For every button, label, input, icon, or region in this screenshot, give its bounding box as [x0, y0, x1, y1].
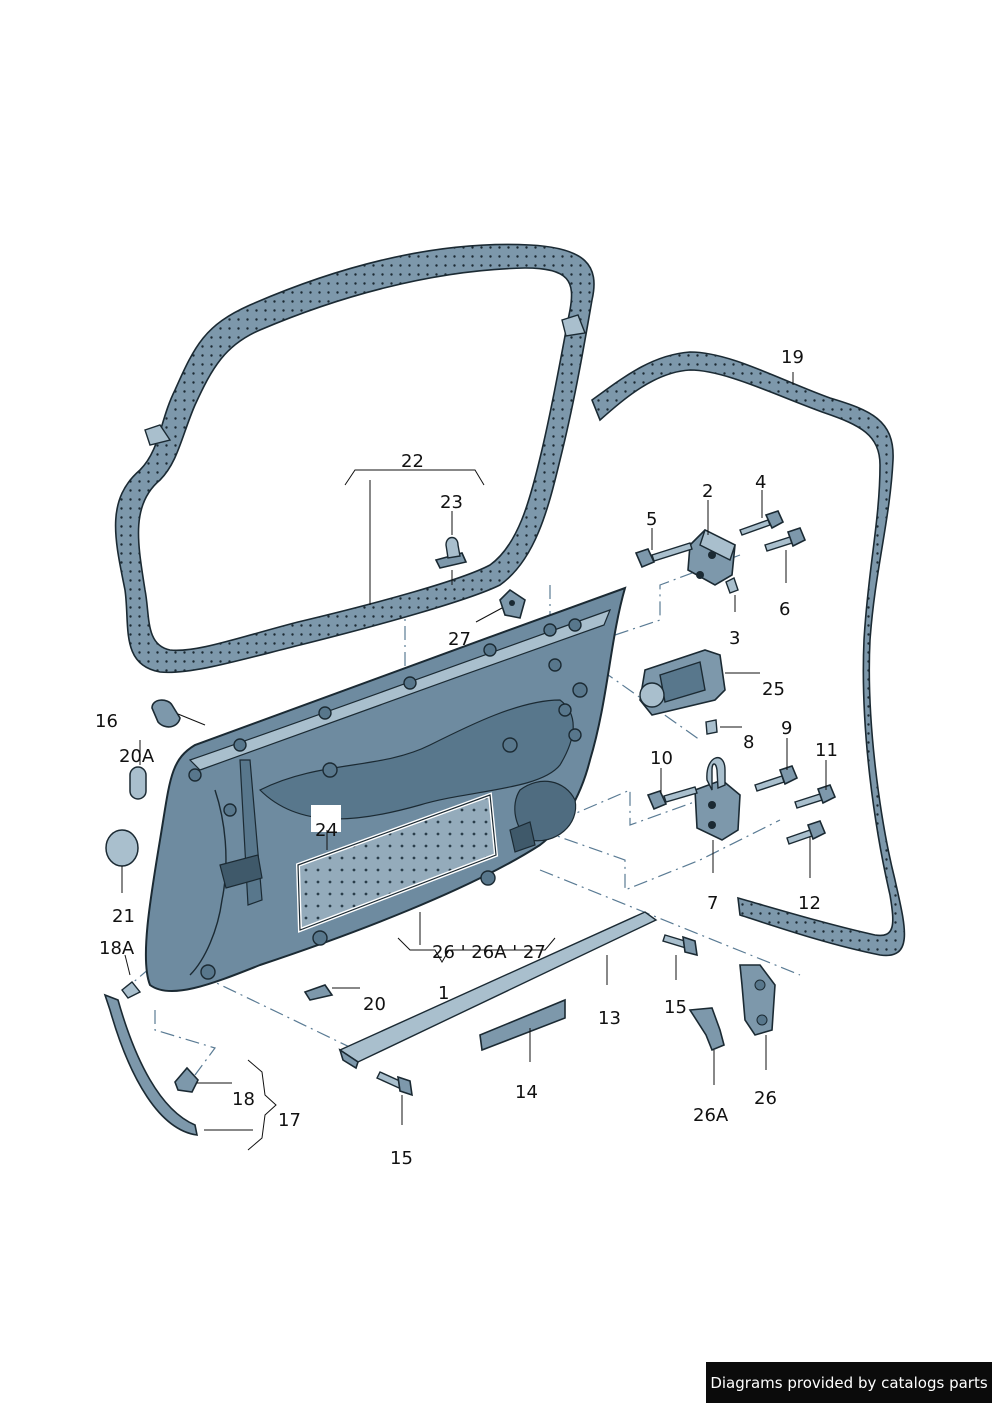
- hinge-7: [694, 757, 741, 841]
- label-16: 16: [95, 711, 118, 732]
- label-18: 18: [232, 1089, 255, 1110]
- label-7: 7: [707, 893, 718, 914]
- label-11: 11: [815, 740, 838, 761]
- bolt-6: [764, 527, 807, 552]
- bushing-8: [705, 719, 718, 735]
- label-15-lower: 15: [390, 1148, 413, 1169]
- bolt-12: [786, 820, 827, 845]
- part-labels: 22 23 27 2 4 5 6 3 19 25 8 9 10 11 7 12 …: [95, 347, 838, 1169]
- bolt-11: [794, 784, 837, 809]
- seal-clip-left: [144, 424, 172, 446]
- label-23: 23: [440, 492, 463, 513]
- bolt-15-lower: [376, 1071, 413, 1097]
- label-26-26A-27: 26 ' 26A ' 27: [432, 942, 546, 963]
- window-seal: [114, 243, 595, 674]
- label-2: 2: [702, 481, 713, 502]
- pad-18A: [121, 981, 142, 999]
- clip-26A: [688, 1007, 725, 1052]
- label-25: 25: [762, 679, 785, 700]
- strip-17: [103, 993, 199, 1136]
- plug-16: [151, 699, 181, 728]
- hinge-2: [687, 529, 739, 594]
- label-4: 4: [755, 472, 766, 493]
- label-14: 14: [515, 1082, 538, 1103]
- label-21: 21: [112, 906, 135, 927]
- cap-21: [105, 829, 139, 867]
- label-10: 10: [650, 748, 673, 769]
- plug-20A: [129, 766, 147, 800]
- label-22: 22: [401, 451, 424, 472]
- label-19: 19: [781, 347, 804, 368]
- label-24-background: [311, 805, 341, 832]
- label-18A: 18A: [99, 938, 135, 959]
- label-6: 6: [779, 599, 790, 620]
- label-8: 8: [743, 732, 754, 753]
- bolt-10: [646, 786, 698, 811]
- clip-23: [434, 536, 468, 569]
- label-17: 17: [278, 1110, 301, 1131]
- sill-strip-13-edge: [338, 1048, 359, 1070]
- clip-20: [303, 984, 334, 1001]
- label-24: 24: [315, 820, 338, 841]
- label-26: 26: [754, 1088, 777, 1109]
- label-12: 12: [798, 893, 821, 914]
- seal-clip-right: [561, 314, 586, 337]
- strip-14: [479, 998, 566, 1052]
- door-check-25: [639, 649, 726, 716]
- label-1: 1: [438, 983, 449, 1004]
- label-3: 3: [729, 628, 740, 649]
- door-shell: [144, 586, 627, 993]
- leader-lines: [121, 372, 827, 1151]
- label-20: 20: [363, 994, 386, 1015]
- bolt-5: [634, 542, 693, 569]
- bolt-4: [739, 510, 785, 536]
- bolt-15-upper: [662, 934, 698, 957]
- bolt-9: [754, 765, 799, 792]
- label-13: 13: [598, 1008, 621, 1029]
- label-15-upper: 15: [664, 997, 687, 1018]
- door-seal: [591, 351, 906, 957]
- label-27: 27: [448, 629, 471, 650]
- label-5: 5: [646, 509, 657, 530]
- label-9: 9: [781, 718, 792, 739]
- striker-plate-26: [739, 964, 776, 1036]
- clip-18: [174, 1066, 199, 1093]
- credit-banner: Diagrams provided by catalogs parts: [706, 1362, 992, 1403]
- label-26A: 26A: [693, 1105, 729, 1126]
- label-20A: 20A: [119, 746, 155, 767]
